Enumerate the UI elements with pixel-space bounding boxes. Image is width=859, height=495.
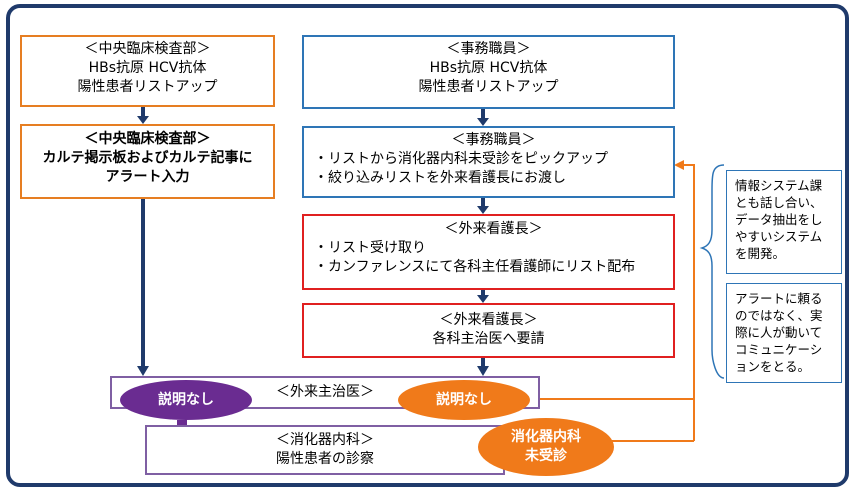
- ellipse-gi-not-visited-line-2: 未受診: [525, 448, 567, 464]
- ellipse-no-explanation-right: 説明なし: [398, 380, 530, 420]
- note-system-development-text: 情報システム課とも話し合い、データ抽出をしやすいシステムを開発。: [735, 178, 823, 261]
- box-clerk-pickup-header: ＜事務職員＞: [451, 132, 536, 148]
- note-human-communication: アラートに頼るのではなく、実際に人が動いてコミュニケーションをとる。: [726, 283, 842, 383]
- box-nurse-distribute: ＜外来看護長＞ ・リスト受け取り ・カンファレンスにて各科主任看護師にリスト配布: [302, 214, 675, 290]
- box-lab-listup-line-3: 陽性患者リストアップ: [77, 79, 218, 95]
- box-nurse-request-line-1: ＜外来看護長＞: [439, 312, 538, 328]
- ellipse-no-explanation-left-label: 説明なし: [158, 391, 214, 408]
- box-lab-listup-line-1: ＜中央臨床検査部＞: [84, 41, 211, 57]
- box-clerk-listup: ＜事務職員＞ HBs抗原 HCV抗体 陽性患者リストアップ: [302, 35, 675, 109]
- box-nurse-request-line-2: 各科主治医へ要請: [432, 331, 545, 347]
- box-lab-alert: ＜中央臨床検査部＞ カルテ掲示板およびカルテ記事に アラート入力: [20, 124, 275, 199]
- box-gi-department: ＜消化器内科＞ 陽性患者の診察: [145, 425, 505, 475]
- box-outpatient-doctor-label: ＜外来主治医＞: [276, 384, 374, 400]
- box-clerk-listup-line-3: 陽性患者リストアップ: [418, 79, 559, 95]
- ellipse-gi-not-visited: 消化器内科 未受診: [478, 418, 614, 476]
- orange-feedback-line: [516, 164, 695, 400]
- box-lab-alert-line-3: アラート入力: [105, 169, 190, 185]
- box-lab-alert-line-2: カルテ掲示板およびカルテ記事に: [42, 150, 253, 166]
- box-nurse-distribute-item-2: ・カンファレンスにて各科主任看護師にリスト配布: [314, 259, 636, 275]
- box-clerk-pickup-item-1: ・リストから消化器内科未受診をピックアップ: [314, 151, 608, 167]
- ellipse-no-explanation-left: 説明なし: [120, 380, 252, 420]
- box-lab-listup: ＜中央臨床検査部＞ HBs抗原 HCV抗体 陽性患者リストアップ: [20, 35, 275, 107]
- note-human-communication-text: アラートに頼るのではなく、実際に人が動いてコミュニケーションをとる。: [735, 291, 823, 374]
- box-clerk-pickup: ＜事務職員＞ ・リストから消化器内科未受診をピックアップ ・絞り込みリストを外来…: [302, 126, 675, 198]
- box-gi-department-line-1: ＜消化器内科＞: [276, 432, 374, 448]
- box-clerk-listup-line-1: ＜事務職員＞: [446, 41, 531, 57]
- ellipse-gi-not-visited-line-1: 消化器内科: [511, 429, 581, 445]
- ellipse-no-explanation-right-label: 説明なし: [436, 391, 492, 408]
- box-lab-listup-line-2: HBs抗原 HCV抗体: [88, 60, 207, 76]
- box-lab-alert-line-1: ＜中央臨床検査部＞: [84, 131, 211, 147]
- box-gi-department-line-2: 陽性患者の診察: [276, 451, 374, 467]
- box-nurse-request: ＜外来看護長＞ 各科主治医へ要請: [302, 303, 675, 358]
- box-clerk-listup-line-2: HBs抗原 HCV抗体: [429, 60, 548, 76]
- note-system-development: 情報システム課とも話し合い、データ抽出をしやすいシステムを開発。: [726, 170, 842, 274]
- note-bracket: [699, 164, 725, 379]
- box-nurse-distribute-item-1: ・リスト受け取り: [314, 240, 426, 256]
- box-clerk-pickup-item-2: ・絞り込みリストを外来看護長にお渡し: [314, 170, 566, 186]
- box-nurse-distribute-header: ＜外来看護長＞: [444, 221, 543, 237]
